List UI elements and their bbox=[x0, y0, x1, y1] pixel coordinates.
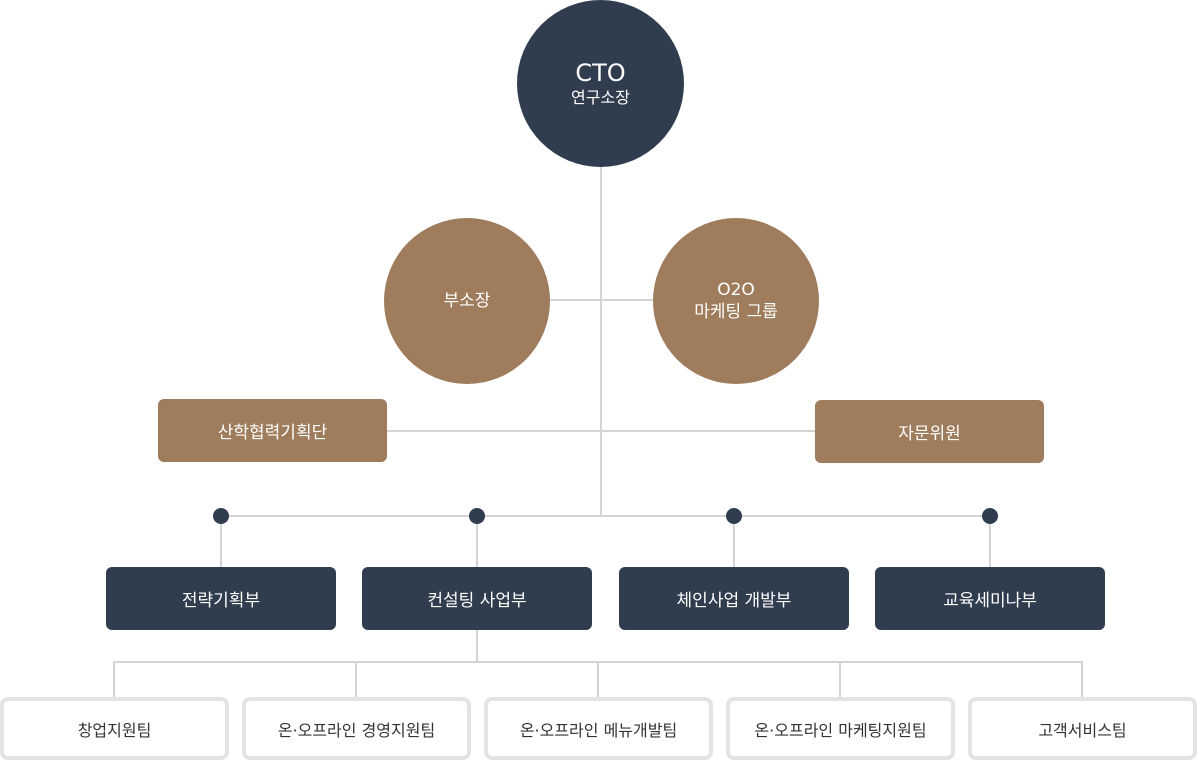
industry-academia-box: 산학협력기획단 bbox=[158, 399, 387, 462]
department-box-education: 교육세미나부 bbox=[875, 567, 1105, 630]
advisory-committee-box: 자문위원 bbox=[815, 400, 1044, 463]
departments-bus-line bbox=[220, 515, 990, 517]
team-drop-line-4 bbox=[839, 661, 841, 699]
cto-node: CTO 연구소장 bbox=[517, 0, 684, 167]
team-box-management: 온·오프라인 경영지원팀 bbox=[242, 697, 471, 760]
side-units-connector bbox=[386, 430, 816, 432]
department-box-consulting: 컨설팅 사업부 bbox=[362, 567, 592, 630]
vice-director-node: 부소장 bbox=[384, 218, 550, 384]
o2o-line2: 마케팅 그룹 bbox=[694, 302, 778, 322]
junction-dot bbox=[726, 508, 742, 524]
department-box-chain: 체인사업 개발부 bbox=[619, 567, 849, 630]
main-vertical-line bbox=[600, 165, 602, 517]
dept-drop-line-2 bbox=[476, 515, 478, 568]
vice-director-label: 부소장 bbox=[443, 291, 491, 311]
team-box-customer-service: 고객서비스팀 bbox=[968, 697, 1197, 760]
team-drop-line-1 bbox=[113, 661, 115, 699]
consulting-down-line bbox=[476, 630, 478, 662]
department-box-strategy: 전략기획부 bbox=[106, 567, 336, 630]
junction-dot bbox=[469, 508, 485, 524]
team-drop-line-2 bbox=[355, 661, 357, 699]
cto-subtitle: 연구소장 bbox=[571, 87, 630, 107]
cto-title: CTO bbox=[575, 58, 626, 87]
dept-drop-line-4 bbox=[989, 515, 991, 568]
junction-dot bbox=[982, 508, 998, 524]
o2o-marketing-node: O2O 마케팅 그룹 bbox=[653, 218, 819, 384]
o2o-line1: O2O bbox=[717, 280, 755, 300]
team-box-marketing: 온·오프라인 마케팅지원팀 bbox=[726, 697, 955, 760]
team-box-startup: 창업지원팀 bbox=[0, 697, 229, 760]
dept-drop-line-3 bbox=[733, 515, 735, 568]
team-drop-line-3 bbox=[597, 661, 599, 699]
team-drop-line-5 bbox=[1081, 661, 1083, 699]
dept-drop-line-1 bbox=[220, 515, 222, 568]
team-box-menu: 온·오프라인 메뉴개발팀 bbox=[484, 697, 713, 760]
vice-o2o-connector bbox=[548, 299, 656, 301]
junction-dot bbox=[213, 508, 229, 524]
